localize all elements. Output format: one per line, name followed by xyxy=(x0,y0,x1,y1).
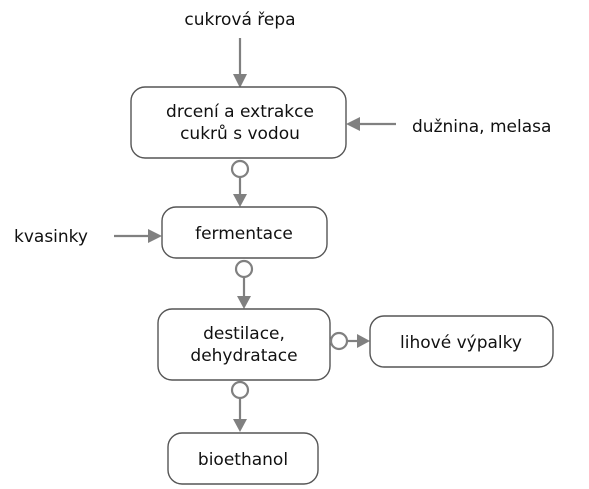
node-stillage-label: lihové výpalky xyxy=(400,333,522,353)
arrowhead-pulp-to-extraction xyxy=(346,117,360,131)
input-sugar-beet: cukrová řepa xyxy=(184,10,295,30)
connector-circle-distillation-bottom xyxy=(230,380,250,400)
node-distillation xyxy=(157,308,331,381)
node-fermentation-label: fermentace xyxy=(195,224,293,244)
node-crushing-extraction-line1: drcení a extrakce xyxy=(166,102,314,122)
node-crushing-extraction xyxy=(130,86,347,159)
arrowhead-input-to-extraction xyxy=(233,74,247,88)
node-fermentation xyxy=(161,206,328,259)
input-pulp-molasses: dužnina, melasa xyxy=(412,117,551,137)
connector-circle-extraction xyxy=(230,159,250,179)
input-yeast: kvasinky xyxy=(14,227,88,247)
arrowhead-distillation-to-bioethanol xyxy=(233,419,247,432)
node-bioethanol xyxy=(167,432,319,485)
node-stillage xyxy=(369,315,554,368)
arrowhead-fermentation-to-distillation xyxy=(237,296,251,309)
node-distillation-line1: destilace, xyxy=(203,324,285,344)
node-distillation-line2: dehydratace xyxy=(190,346,297,366)
node-bioethanol-label: bioethanol xyxy=(198,450,288,470)
arrowhead-extraction-to-fermentation xyxy=(233,194,247,207)
connector-circle-fermentation xyxy=(234,259,254,279)
arrowhead-yeast-to-fermentation xyxy=(148,229,162,243)
arrowhead-distillation-to-stillage xyxy=(357,334,370,348)
connector-circle-distillation-right xyxy=(329,331,349,351)
node-crushing-extraction-line2: cukrů s vodou xyxy=(180,124,300,144)
